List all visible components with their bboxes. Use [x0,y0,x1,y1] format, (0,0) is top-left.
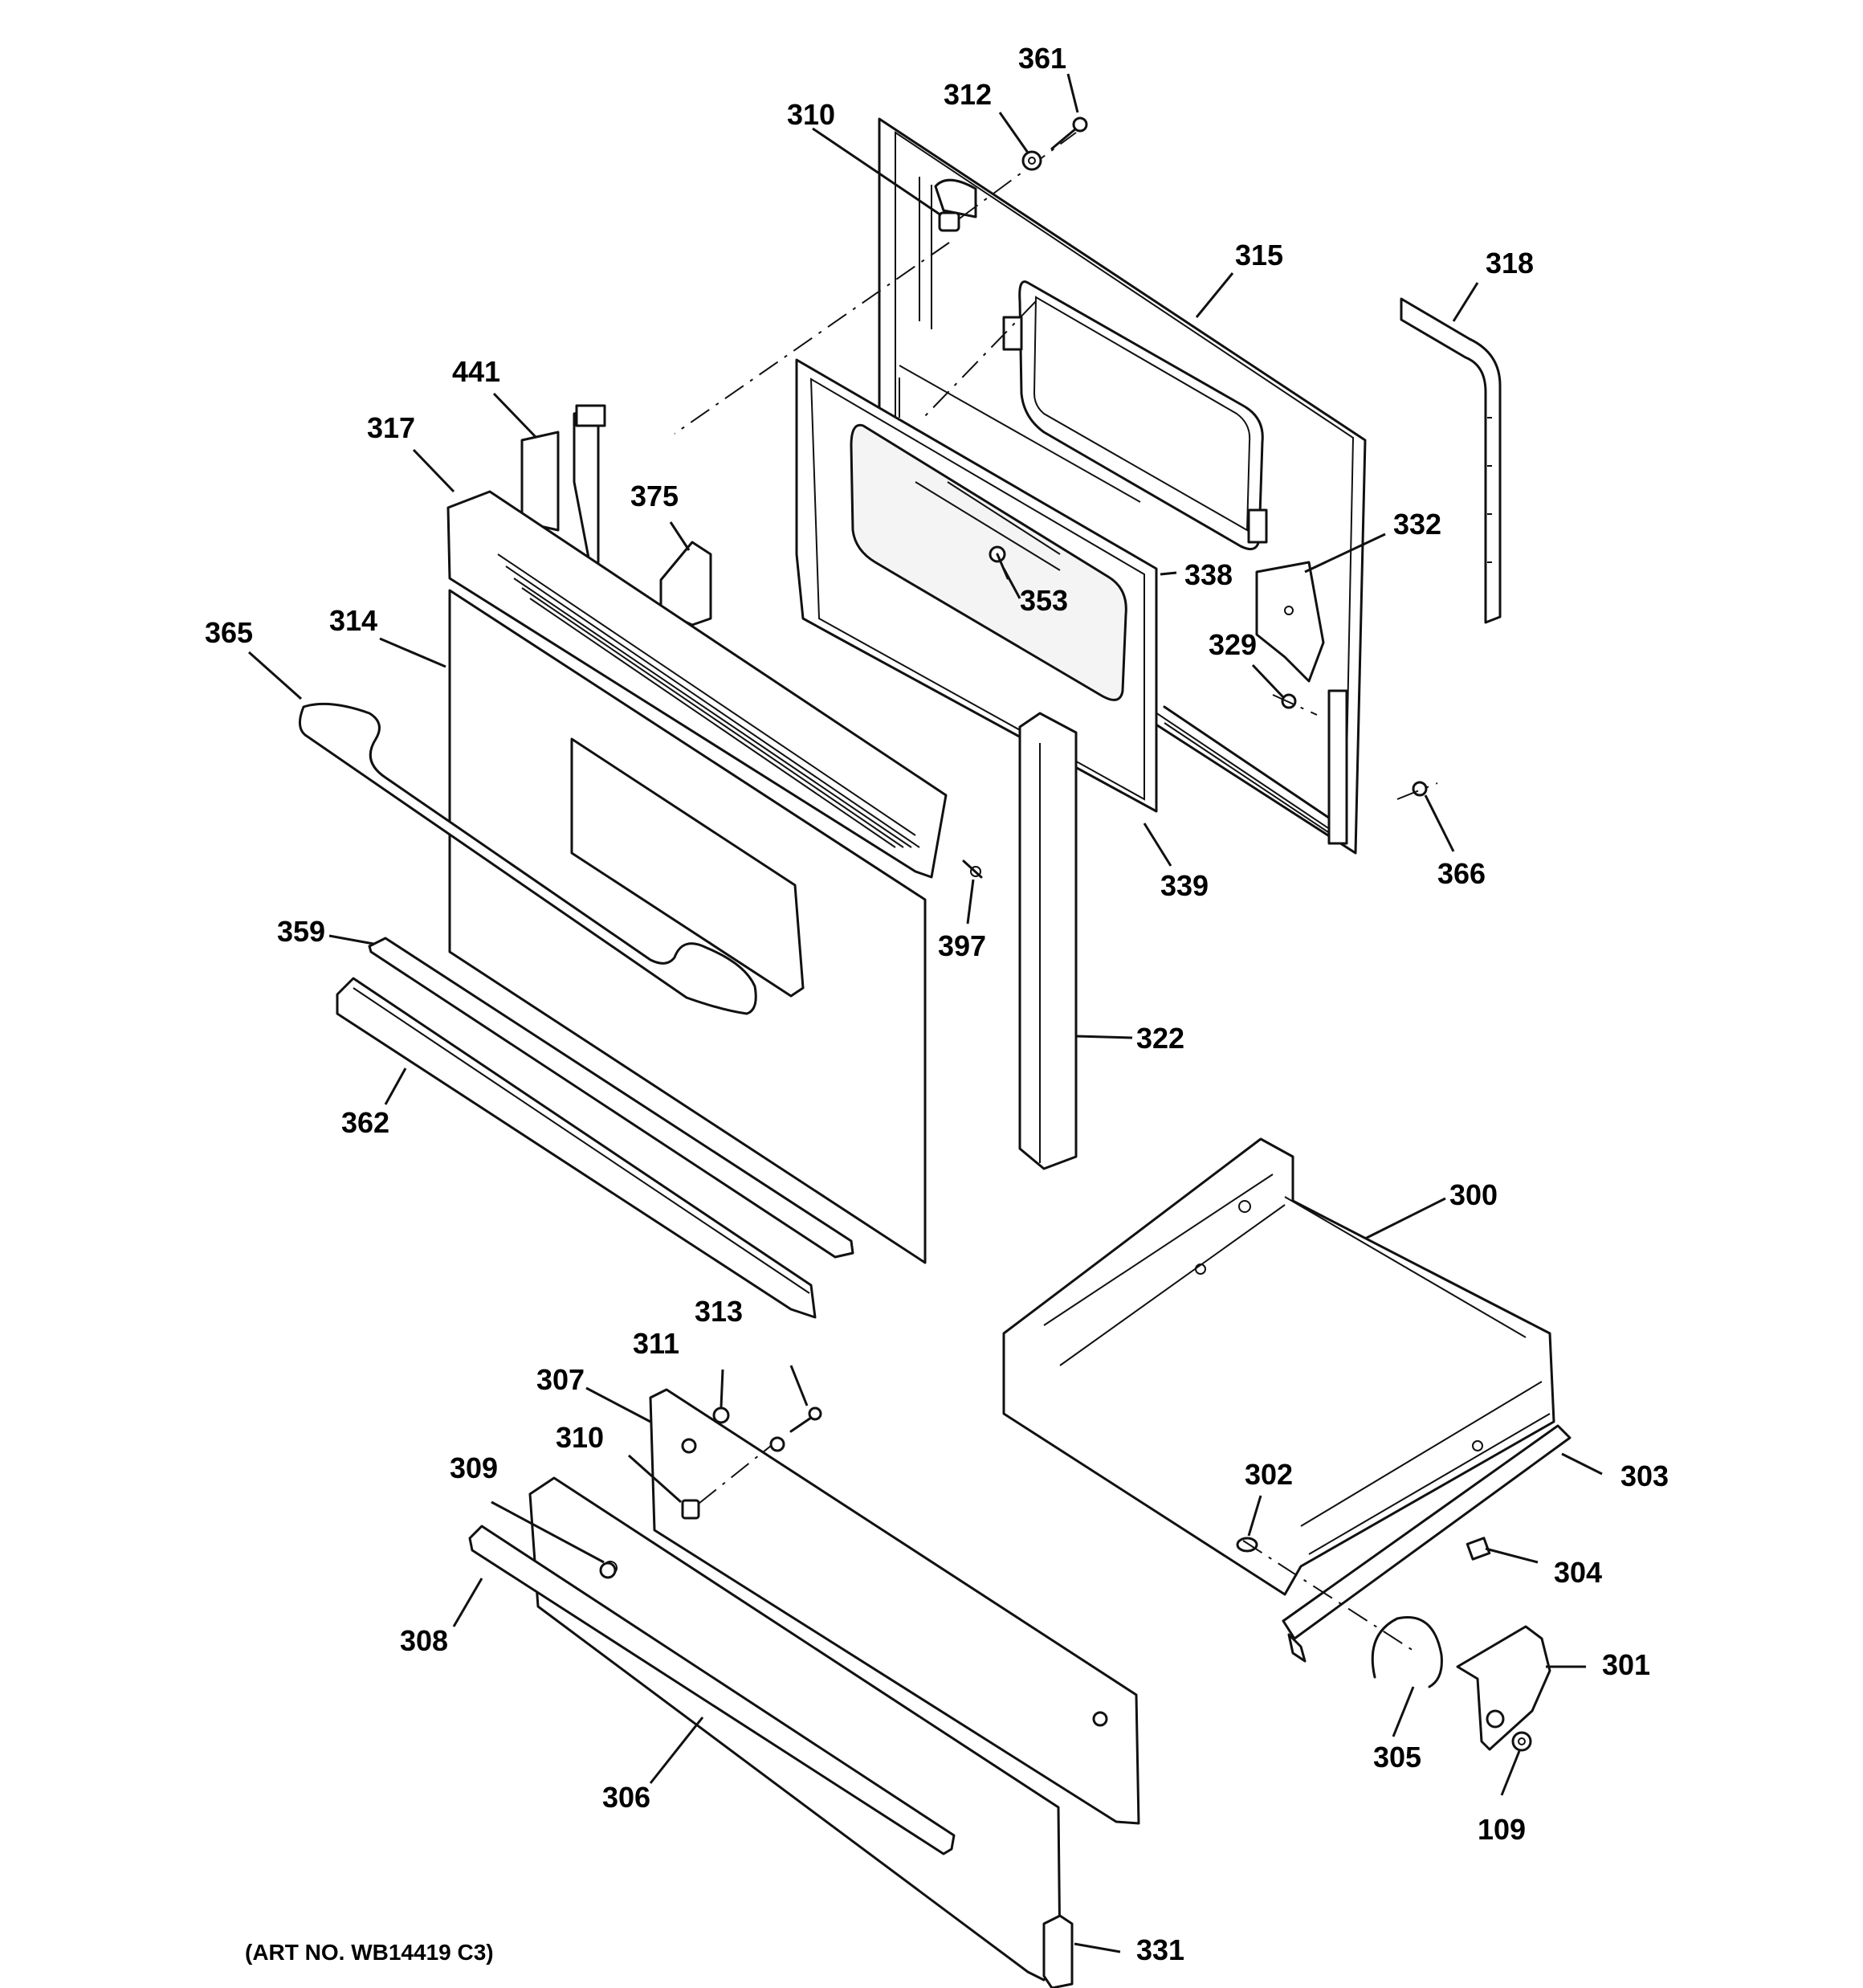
callout-303: 303 [1620,1459,1669,1492]
callout-309: 309 [450,1451,498,1484]
part-300-drawer-box [1002,1137,1555,1596]
part-311-nut [712,1406,730,1424]
callout-361: 361 [1018,42,1066,75]
part-312-washer [1021,150,1042,171]
callout-375: 375 [630,480,679,512]
callout-397: 397 [938,929,986,962]
callout-312: 312 [944,78,992,111]
callout-366: 366 [1437,857,1486,890]
callout-300: 300 [1449,1178,1498,1211]
part-305-retainer-clip [1371,1616,1443,1688]
callout-318: 318 [1486,247,1534,280]
callout-359: 359 [277,915,325,948]
callout-331: 331 [1136,1933,1184,1966]
part-313-screw [769,1406,822,1452]
part-331-bracket [1042,1914,1074,1988]
part-359-bottom-trim [368,937,854,1259]
part-309-screw [599,1561,617,1579]
part-301-rear-bracket [1456,1625,1551,1751]
leader-lines [248,73,1603,1953]
callout-301: 301 [1602,1648,1650,1681]
callout-362: 362 [341,1106,389,1139]
callout-365: 365 [205,616,253,649]
part-302-roller [1236,1537,1414,1651]
part-332-bracket [1255,561,1325,683]
callout-441: 441 [452,355,500,388]
callout-353: 353 [1020,584,1068,617]
part-441-hinge-bracket [520,404,606,568]
callout-305: 305 [1373,1741,1421,1774]
part-303-drawer-rail [1282,1424,1572,1663]
callout-313: 313 [695,1295,743,1328]
part-308-drawer-trim [468,1525,956,1855]
callout-311: 311 [633,1327,679,1360]
callout-338: 338 [1184,558,1233,591]
callout-310-bottom: 310 [556,1421,604,1454]
part-361-screw [1050,116,1088,150]
part-362-kick-plate [336,977,817,1319]
part-109-nut [1511,1731,1532,1752]
callout-339: 339 [1160,869,1209,902]
part-315-door-back-panel [878,117,1367,855]
callout-302: 302 [1245,1458,1293,1491]
callout-306: 306 [602,1781,650,1814]
part-338-inner-window-frame [795,358,1158,813]
callout-317: 317 [367,411,415,444]
callout-307: 307 [536,1363,585,1396]
art-number: (ART NO. WB14419 C3) [245,1940,494,1965]
part-307-drawer-inner-panel [649,1388,1140,1825]
part-310-lower-bushing [681,1445,772,1520]
part-318-side-trim [1400,297,1502,624]
part-365-door-handle [299,702,757,1015]
part-366-screw [1396,781,1438,800]
part-317-vent-trim [446,490,948,879]
part-322-side-strip [1018,712,1078,1170]
part-310-top-bushing [938,211,960,232]
callout-304: 304 [1554,1556,1602,1589]
part-329-screw [1272,693,1318,716]
callout-109: 109 [1478,1813,1526,1846]
part-304-glide [1466,1537,1491,1561]
callout-329: 329 [1209,628,1257,661]
callout-315: 315 [1235,239,1283,271]
callout-322: 322 [1136,1022,1184,1055]
callout-310-top: 310 [787,98,835,131]
part-314-outer-door-panel [448,589,927,1264]
callout-labels: 361 312 310 315 318 441 317 375 332 338 … [205,42,1669,1966]
callout-332: 332 [1393,508,1441,541]
callout-314: 314 [329,604,377,637]
callout-308: 308 [400,1624,448,1657]
part-397-clip [962,859,983,879]
